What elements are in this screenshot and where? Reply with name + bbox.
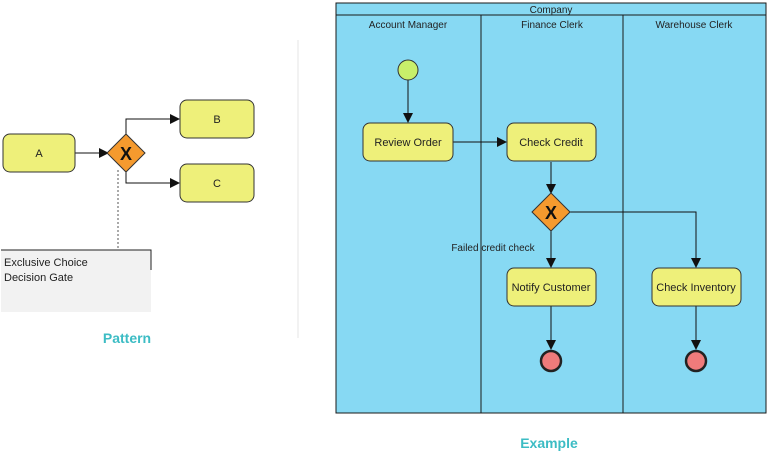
gateway-x-icon: X [545, 203, 557, 223]
task-review-order-label: Review Order [374, 137, 442, 149]
flow-gateway-to-inventory [570, 211, 701, 268]
connector-gateway-to-b [125, 114, 180, 134]
task-b-label: B [213, 114, 220, 126]
end-event-notify[interactable] [539, 349, 563, 373]
lane-account-manager: Account Manager [369, 20, 448, 31]
start-event[interactable] [397, 59, 419, 81]
connector-gateway-to-c [125, 172, 180, 188]
task-c-label: C [213, 178, 221, 190]
task-notify-customer-label: Notify Customer [512, 282, 591, 294]
task-a[interactable]: A [2, 133, 76, 173]
task-notify-customer[interactable]: Notify Customer [506, 267, 597, 307]
task-b[interactable]: B [179, 99, 255, 139]
failed-credit-check-label: Failed credit check [451, 243, 535, 254]
example-caption: Example [520, 435, 578, 451]
task-check-credit[interactable]: Check Credit [506, 122, 597, 162]
lane-finance-clerk: Finance Clerk [521, 20, 584, 31]
pattern-section: A X B C Exclusive Choice Decision Gate P… [1, 99, 255, 346]
task-a-label: A [35, 148, 43, 160]
example-section: Company Account Manager Finance Clerk Wa… [335, 2, 767, 451]
task-check-inventory[interactable]: Check Inventory [651, 267, 742, 307]
exclusive-gateway-pattern[interactable]: X [106, 133, 146, 173]
pattern-caption: Pattern [103, 330, 151, 346]
task-check-inventory-label: Check Inventory [656, 282, 736, 294]
task-check-credit-label: Check Credit [519, 137, 583, 149]
exclusive-gateway-example[interactable]: X [531, 192, 571, 232]
note-line-2: Decision Gate [4, 272, 73, 284]
task-c[interactable]: C [179, 163, 255, 203]
task-review-order[interactable]: Review Order [362, 122, 454, 162]
annotation-note: Exclusive Choice Decision Gate [1, 249, 152, 312]
note-line-1: Exclusive Choice [4, 257, 88, 269]
pool-title: Company [530, 5, 573, 16]
end-event-inventory[interactable] [684, 349, 708, 373]
gateway-x-icon: X [120, 144, 132, 164]
lane-warehouse-clerk: Warehouse Clerk [656, 20, 734, 31]
